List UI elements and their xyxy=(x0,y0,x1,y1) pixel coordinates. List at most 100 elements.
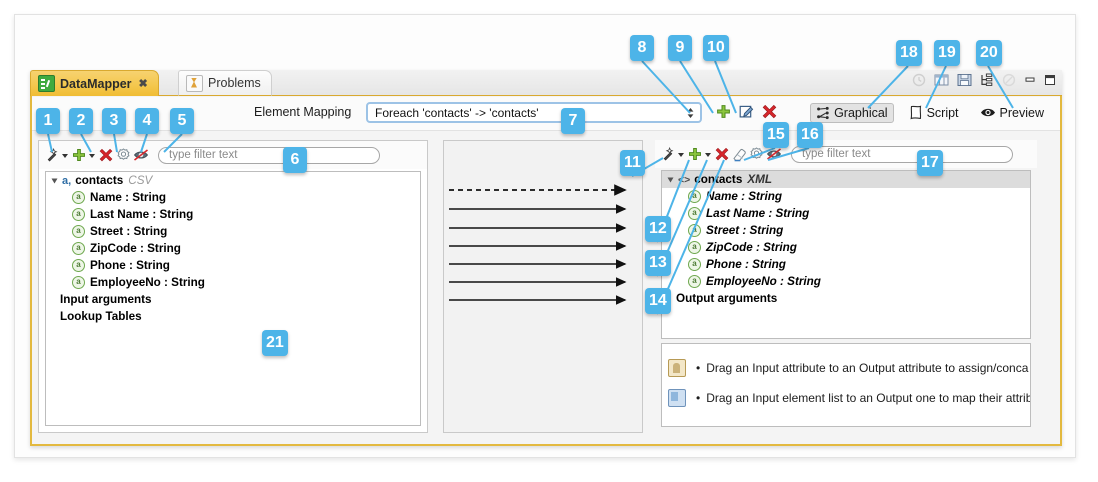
add-dropdown-icon[interactable] xyxy=(89,148,96,162)
output-field-row[interactable]: a Phone : String xyxy=(662,256,1030,273)
output-tree-root-label: contacts xyxy=(694,173,743,186)
input-field-row[interactable]: a EmployeeNo : String xyxy=(46,274,420,291)
table-view-icon[interactable] xyxy=(934,73,949,87)
lookup-tables-row[interactable]: Lookup Tables xyxy=(60,310,142,323)
view-mode-preview[interactable]: Preview xyxy=(974,103,1050,123)
input-field-row[interactable]: a Name : String xyxy=(46,189,420,206)
input-field-label: Name : String xyxy=(90,191,166,204)
output-field-label: Phone : String xyxy=(706,258,786,271)
attribute-icon: a xyxy=(72,191,85,204)
input-field-label: Last Name : String xyxy=(90,208,194,221)
input-tree[interactable]: a, contacts CSV a Name : String a Last N… xyxy=(45,171,421,426)
output-field-row[interactable]: a Street : String xyxy=(662,222,1030,239)
delete-icon[interactable] xyxy=(99,148,113,162)
problems-icon xyxy=(186,74,203,92)
callout-badge-15: 15 xyxy=(763,122,789,148)
delete-icon[interactable] xyxy=(715,147,729,161)
magic-wand-icon[interactable] xyxy=(45,147,59,162)
callout-badge-5: 5 xyxy=(170,108,194,134)
output-filter-field[interactable]: type filter text xyxy=(791,145,1013,163)
expand-triangle-icon[interactable] xyxy=(667,177,674,182)
view-mode-preview-label: Preview xyxy=(999,105,1044,120)
delete-mapping-icon[interactable] xyxy=(762,104,777,124)
input-field-row[interactable]: a ZipCode : String xyxy=(46,240,420,257)
input-field-row[interactable]: a Street : String xyxy=(46,223,420,240)
input-field-row[interactable]: a Phone : String xyxy=(46,257,420,274)
wand-dropdown-icon[interactable] xyxy=(62,148,69,162)
input-tree-root-type: CSV xyxy=(128,174,153,187)
attribute-icon: a xyxy=(688,258,701,271)
window-controls xyxy=(912,73,1056,87)
outline-icon[interactable] xyxy=(980,73,994,87)
datamapper-icon xyxy=(38,75,55,92)
connection-arrows xyxy=(449,184,627,305)
input-field-row[interactable]: a Last Name : String xyxy=(46,206,420,223)
eraser-icon[interactable] xyxy=(732,147,746,162)
attribute-icon: a xyxy=(72,225,85,238)
history-icon[interactable] xyxy=(912,73,926,87)
view-mode-script[interactable]: Script xyxy=(903,102,965,123)
output-field-label: Street : String xyxy=(706,224,784,237)
output-field-label: ZipCode : String xyxy=(706,241,797,254)
view-mode-graphical[interactable]: Graphical xyxy=(810,102,894,123)
output-field-label: Name : String xyxy=(706,190,782,203)
callout-badge-9: 9 xyxy=(668,35,692,61)
bullet-icon: • xyxy=(696,391,701,405)
add-icon[interactable] xyxy=(688,147,702,161)
edit-mapping-icon[interactable] xyxy=(739,104,754,124)
callout-badge-2: 2 xyxy=(69,108,93,134)
csv-kind-icon: a, xyxy=(62,174,72,187)
callout-badge-19: 19 xyxy=(934,40,960,66)
tab-problems[interactable]: Problems xyxy=(178,70,272,96)
hide-eye-icon[interactable] xyxy=(133,148,149,162)
add-dropdown-icon[interactable] xyxy=(705,147,712,161)
callout-badge-12: 12 xyxy=(645,216,671,242)
add-icon[interactable] xyxy=(72,148,86,162)
output-tree[interactable]: <> contacts XML a Name : String a Last N… xyxy=(661,170,1031,339)
hint-row: • Drag an Input attribute to an Output a… xyxy=(668,353,1030,383)
attribute-icon: a xyxy=(72,208,85,221)
script-icon xyxy=(910,105,921,120)
attribute-icon: a xyxy=(688,207,701,220)
tab-datamapper[interactable]: DataMapper ✖ xyxy=(30,70,159,96)
input-filter-field[interactable]: type filter text xyxy=(158,146,380,164)
xml-kind-icon: <> xyxy=(678,173,691,186)
view-mode-script-label: Script xyxy=(926,105,959,120)
hide-eye-icon[interactable] xyxy=(766,147,782,161)
bullet-icon: • xyxy=(696,361,701,375)
wand-dropdown-icon[interactable] xyxy=(678,147,685,161)
input-tree-root-label: contacts xyxy=(75,174,124,187)
output-field-row[interactable]: a Last Name : String xyxy=(662,205,1030,222)
tab-bar: DataMapper ✖ Problems xyxy=(30,70,1062,96)
save-icon[interactable] xyxy=(957,73,972,87)
callout-badge-17: 17 xyxy=(917,150,943,176)
input-field-label: Phone : String xyxy=(90,259,170,272)
input-arguments-row[interactable]: Input arguments xyxy=(60,293,152,306)
input-field-label: EmployeeNo : String xyxy=(90,276,205,289)
magic-wand-icon[interactable] xyxy=(661,146,675,161)
hint-text: Drag an Input attribute to an Output att… xyxy=(706,361,1029,375)
tab-datamapper-label: DataMapper xyxy=(60,76,132,91)
settings-gear-icon[interactable] xyxy=(116,148,130,162)
input-field-label: ZipCode : String xyxy=(90,242,181,255)
attribute-icon: a xyxy=(688,241,701,254)
output-arguments-row[interactable]: Output arguments xyxy=(676,292,778,305)
maximize-icon[interactable] xyxy=(1044,74,1056,86)
close-icon[interactable]: ✖ xyxy=(138,78,148,90)
output-tree-root[interactable]: <> contacts XML xyxy=(662,171,1030,188)
output-field-row[interactable]: a ZipCode : String xyxy=(662,239,1030,256)
callout-badge-1: 1 xyxy=(36,108,60,134)
element-mapping-combo[interactable]: Foreach 'contacts' -> 'contacts' xyxy=(366,102,702,123)
output-field-label: EmployeeNo : String xyxy=(706,275,821,288)
settings-gear-icon[interactable] xyxy=(749,147,763,161)
add-mapping-icon[interactable] xyxy=(716,104,731,124)
expand-triangle-icon[interactable] xyxy=(51,178,58,183)
chevron-updown-icon[interactable] xyxy=(684,105,697,120)
input-tree-root[interactable]: a, contacts CSV xyxy=(46,172,420,189)
output-field-row[interactable]: a EmployeeNo : String xyxy=(662,273,1030,290)
attribute-hint-icon xyxy=(668,359,686,377)
minimize-icon[interactable] xyxy=(1024,74,1036,86)
connection-panel xyxy=(443,140,643,433)
tab-problems-label: Problems xyxy=(208,76,261,90)
output-field-row[interactable]: a Name : String xyxy=(662,188,1030,205)
